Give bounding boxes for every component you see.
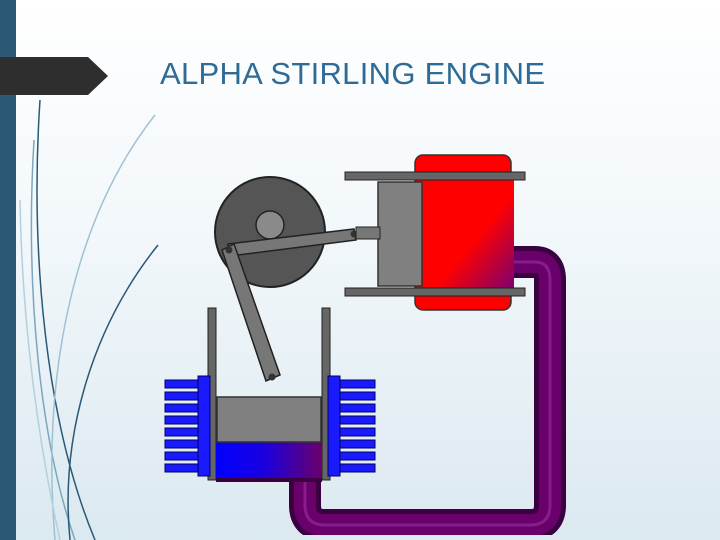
gas-transfer-pipe xyxy=(289,246,566,535)
slide-title: ALPHA STIRLING ENGINE xyxy=(160,56,546,91)
hot-cylinder xyxy=(344,154,526,311)
cold-cylinder xyxy=(207,307,331,482)
cold-piston xyxy=(216,396,322,443)
connecting-rods xyxy=(221,226,381,383)
title-arrow-tab xyxy=(0,57,108,95)
cooling-fins-right xyxy=(327,375,376,477)
cooling-fins-left xyxy=(164,375,211,477)
hot-piston xyxy=(377,181,423,287)
slide-accent-bar xyxy=(0,0,16,540)
stirling-engine-diagram xyxy=(164,154,566,535)
flywheel xyxy=(214,176,326,288)
